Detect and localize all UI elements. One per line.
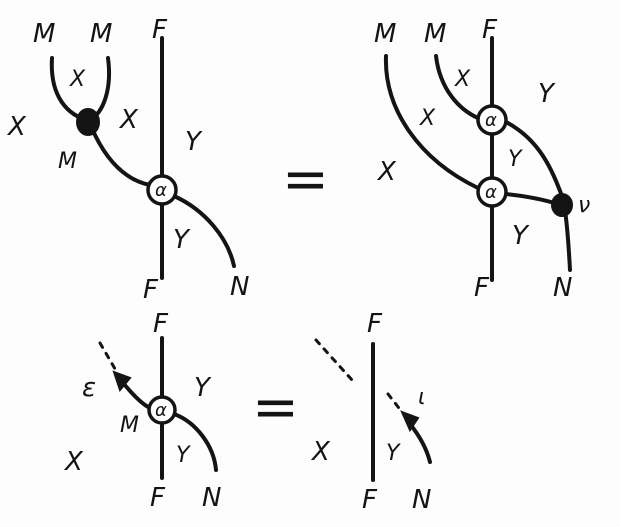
string-alpha-to-nu bbox=[504, 120, 564, 198]
label-node-nu: ν bbox=[578, 193, 590, 218]
alpha-glyph: α bbox=[155, 400, 167, 421]
string-nu-to-n bbox=[563, 208, 572, 272]
label-region-bottom-y: Y bbox=[386, 441, 401, 466]
label-top-m1: M bbox=[374, 19, 396, 49]
label-region-topright-y: Y bbox=[538, 79, 556, 109]
label-top-m1: M bbox=[33, 19, 55, 49]
string-m-mid bbox=[434, 54, 480, 120]
alpha-glyph-top: α bbox=[485, 110, 497, 131]
string-mu-to-alpha bbox=[88, 122, 152, 187]
label-region-right-y: Y bbox=[185, 127, 203, 157]
alpha-glyph-bottom: α bbox=[485, 182, 497, 203]
string-alpha-to-n bbox=[172, 412, 218, 472]
dotted-string-lower bbox=[386, 392, 404, 414]
label-bottom-f: F bbox=[362, 485, 378, 515]
label-node-epsilon: ε bbox=[82, 373, 96, 403]
alpha-node bbox=[146, 174, 178, 206]
label-region-midright-y: Y bbox=[508, 147, 523, 172]
label-region-mid-x: X bbox=[118, 105, 139, 135]
label-top-m2: M bbox=[424, 19, 446, 49]
label-region-right-y: Y bbox=[194, 373, 212, 403]
label-bottom-n: N bbox=[230, 272, 249, 302]
label-node-iota: ι bbox=[418, 385, 425, 410]
label-region-left-x: X bbox=[6, 112, 27, 142]
label-region-mid-x: X bbox=[419, 106, 436, 131]
diagram-bottom-right: F ι X Y F N bbox=[310, 309, 432, 515]
label-bottom-f: F bbox=[474, 273, 490, 303]
label-node-mu: M bbox=[58, 149, 77, 174]
alpha-node bbox=[147, 395, 177, 425]
alpha-node-top bbox=[476, 104, 508, 136]
alpha-node-bottom bbox=[476, 176, 508, 208]
label-top-f: F bbox=[153, 309, 169, 339]
label-region-left-x: X bbox=[376, 157, 397, 187]
nu-node-dot bbox=[551, 193, 573, 217]
label-top-f: F bbox=[367, 309, 383, 339]
label-bottom-n: N bbox=[202, 483, 221, 513]
alpha-glyph: α bbox=[155, 180, 167, 201]
iota-arrow bbox=[400, 410, 420, 433]
label-region-bottom-y: Y bbox=[173, 225, 191, 255]
label-region-left-x: X bbox=[310, 437, 331, 467]
label-region-bottom-y: Y bbox=[512, 221, 530, 251]
string-epsilon-to-alpha bbox=[122, 382, 152, 410]
label-node-mu: M bbox=[120, 413, 139, 438]
equals-bottom: = bbox=[252, 375, 299, 440]
label-region-top-x: X bbox=[454, 67, 471, 92]
label-bottom-n: N bbox=[412, 485, 431, 515]
string-iota-to-n bbox=[408, 422, 432, 464]
mu-node-dot bbox=[76, 108, 100, 136]
label-top-f: F bbox=[482, 15, 498, 45]
label-bottom-f: F bbox=[143, 275, 159, 305]
label-bottom-n: N bbox=[553, 273, 572, 303]
label-region-left-x: X bbox=[63, 447, 84, 477]
label-top-m2: M bbox=[90, 19, 112, 49]
label-bottom-f: F bbox=[150, 483, 166, 513]
string-alpha-to-n bbox=[172, 194, 236, 268]
diagram-top-left: α M M F X X X Y M Y F N bbox=[6, 15, 249, 305]
string-m-left bbox=[383, 54, 480, 190]
equals-top: = bbox=[282, 147, 329, 212]
epsilon-arrow bbox=[112, 370, 132, 393]
label-region-bottom-y: Y bbox=[176, 443, 191, 468]
string-alpha2-to-nu bbox=[504, 192, 560, 206]
label-top-f: F bbox=[152, 15, 168, 45]
label-region-top-x: X bbox=[69, 67, 86, 92]
dotted-string bbox=[98, 341, 120, 376]
dotted-string bbox=[314, 338, 354, 382]
diagram-top-right: α α M M F X Y X Y X ν Y F N bbox=[374, 15, 590, 303]
diagram-bottom-left: α F ε M Y X Y F N bbox=[63, 309, 221, 513]
